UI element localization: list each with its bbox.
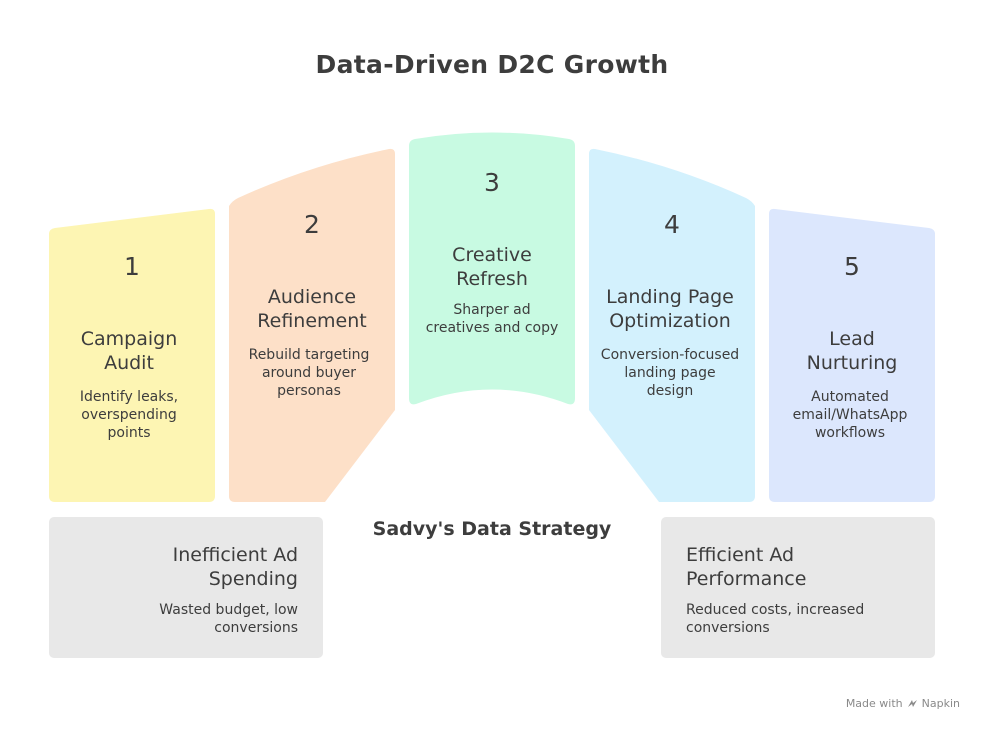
- stage-1-description: Identify leaks, overspending points: [79, 389, 179, 441]
- stage-1-title: Campaign Audit: [80, 328, 178, 374]
- stage-2-shape: [229, 148, 395, 502]
- stage-1-shape: [49, 208, 215, 502]
- stage-2-number: 2: [304, 210, 320, 239]
- stage-5-number: 5: [844, 252, 860, 281]
- center-label: Sadvy's Data Strategy: [372, 518, 612, 540]
- stage-5-title: Lead Nurturing: [806, 328, 898, 374]
- left-box-description: Wasted budget, low conversions: [159, 602, 298, 636]
- right-box-shape: [661, 517, 935, 658]
- stage-1-number: 1: [124, 252, 140, 281]
- stage-3-title: Creative Refresh: [452, 244, 532, 290]
- left-box-shape: [49, 517, 323, 658]
- stage-3-shape: [409, 132, 575, 405]
- right-box-title: Efficient Ad Performance: [686, 544, 807, 590]
- napkin-brand-label: Napkin: [921, 697, 960, 710]
- made-with-napkin[interactable]: Made with Napkin: [846, 697, 960, 710]
- right-box-description: Reduced costs, increased conversions: [686, 602, 865, 636]
- diagram-title: Data-Driven D2C Growth: [315, 50, 669, 79]
- stage-4-description: Conversion-focused landing page design: [600, 347, 740, 399]
- stage-3-number: 3: [484, 168, 500, 197]
- left-box-title: Inefficient Ad Spending: [172, 544, 298, 590]
- stage-4-shape: [589, 148, 755, 502]
- stage-4-title: Landing Page Optimization: [606, 286, 734, 332]
- stage-5-description: Automated email/WhatsApp workflows: [792, 389, 908, 441]
- stage-2-title: Audience Refinement: [257, 286, 367, 332]
- stage-4-number: 4: [664, 210, 680, 239]
- stage-5-shape: [769, 208, 935, 502]
- made-with-label: Made with: [845, 697, 903, 710]
- napkin-logo-icon: [907, 700, 917, 707]
- stage-3-description: Sharper ad creatives and copy: [425, 302, 559, 336]
- stage-2-description: Rebuild targeting around buyer personas: [248, 347, 370, 399]
